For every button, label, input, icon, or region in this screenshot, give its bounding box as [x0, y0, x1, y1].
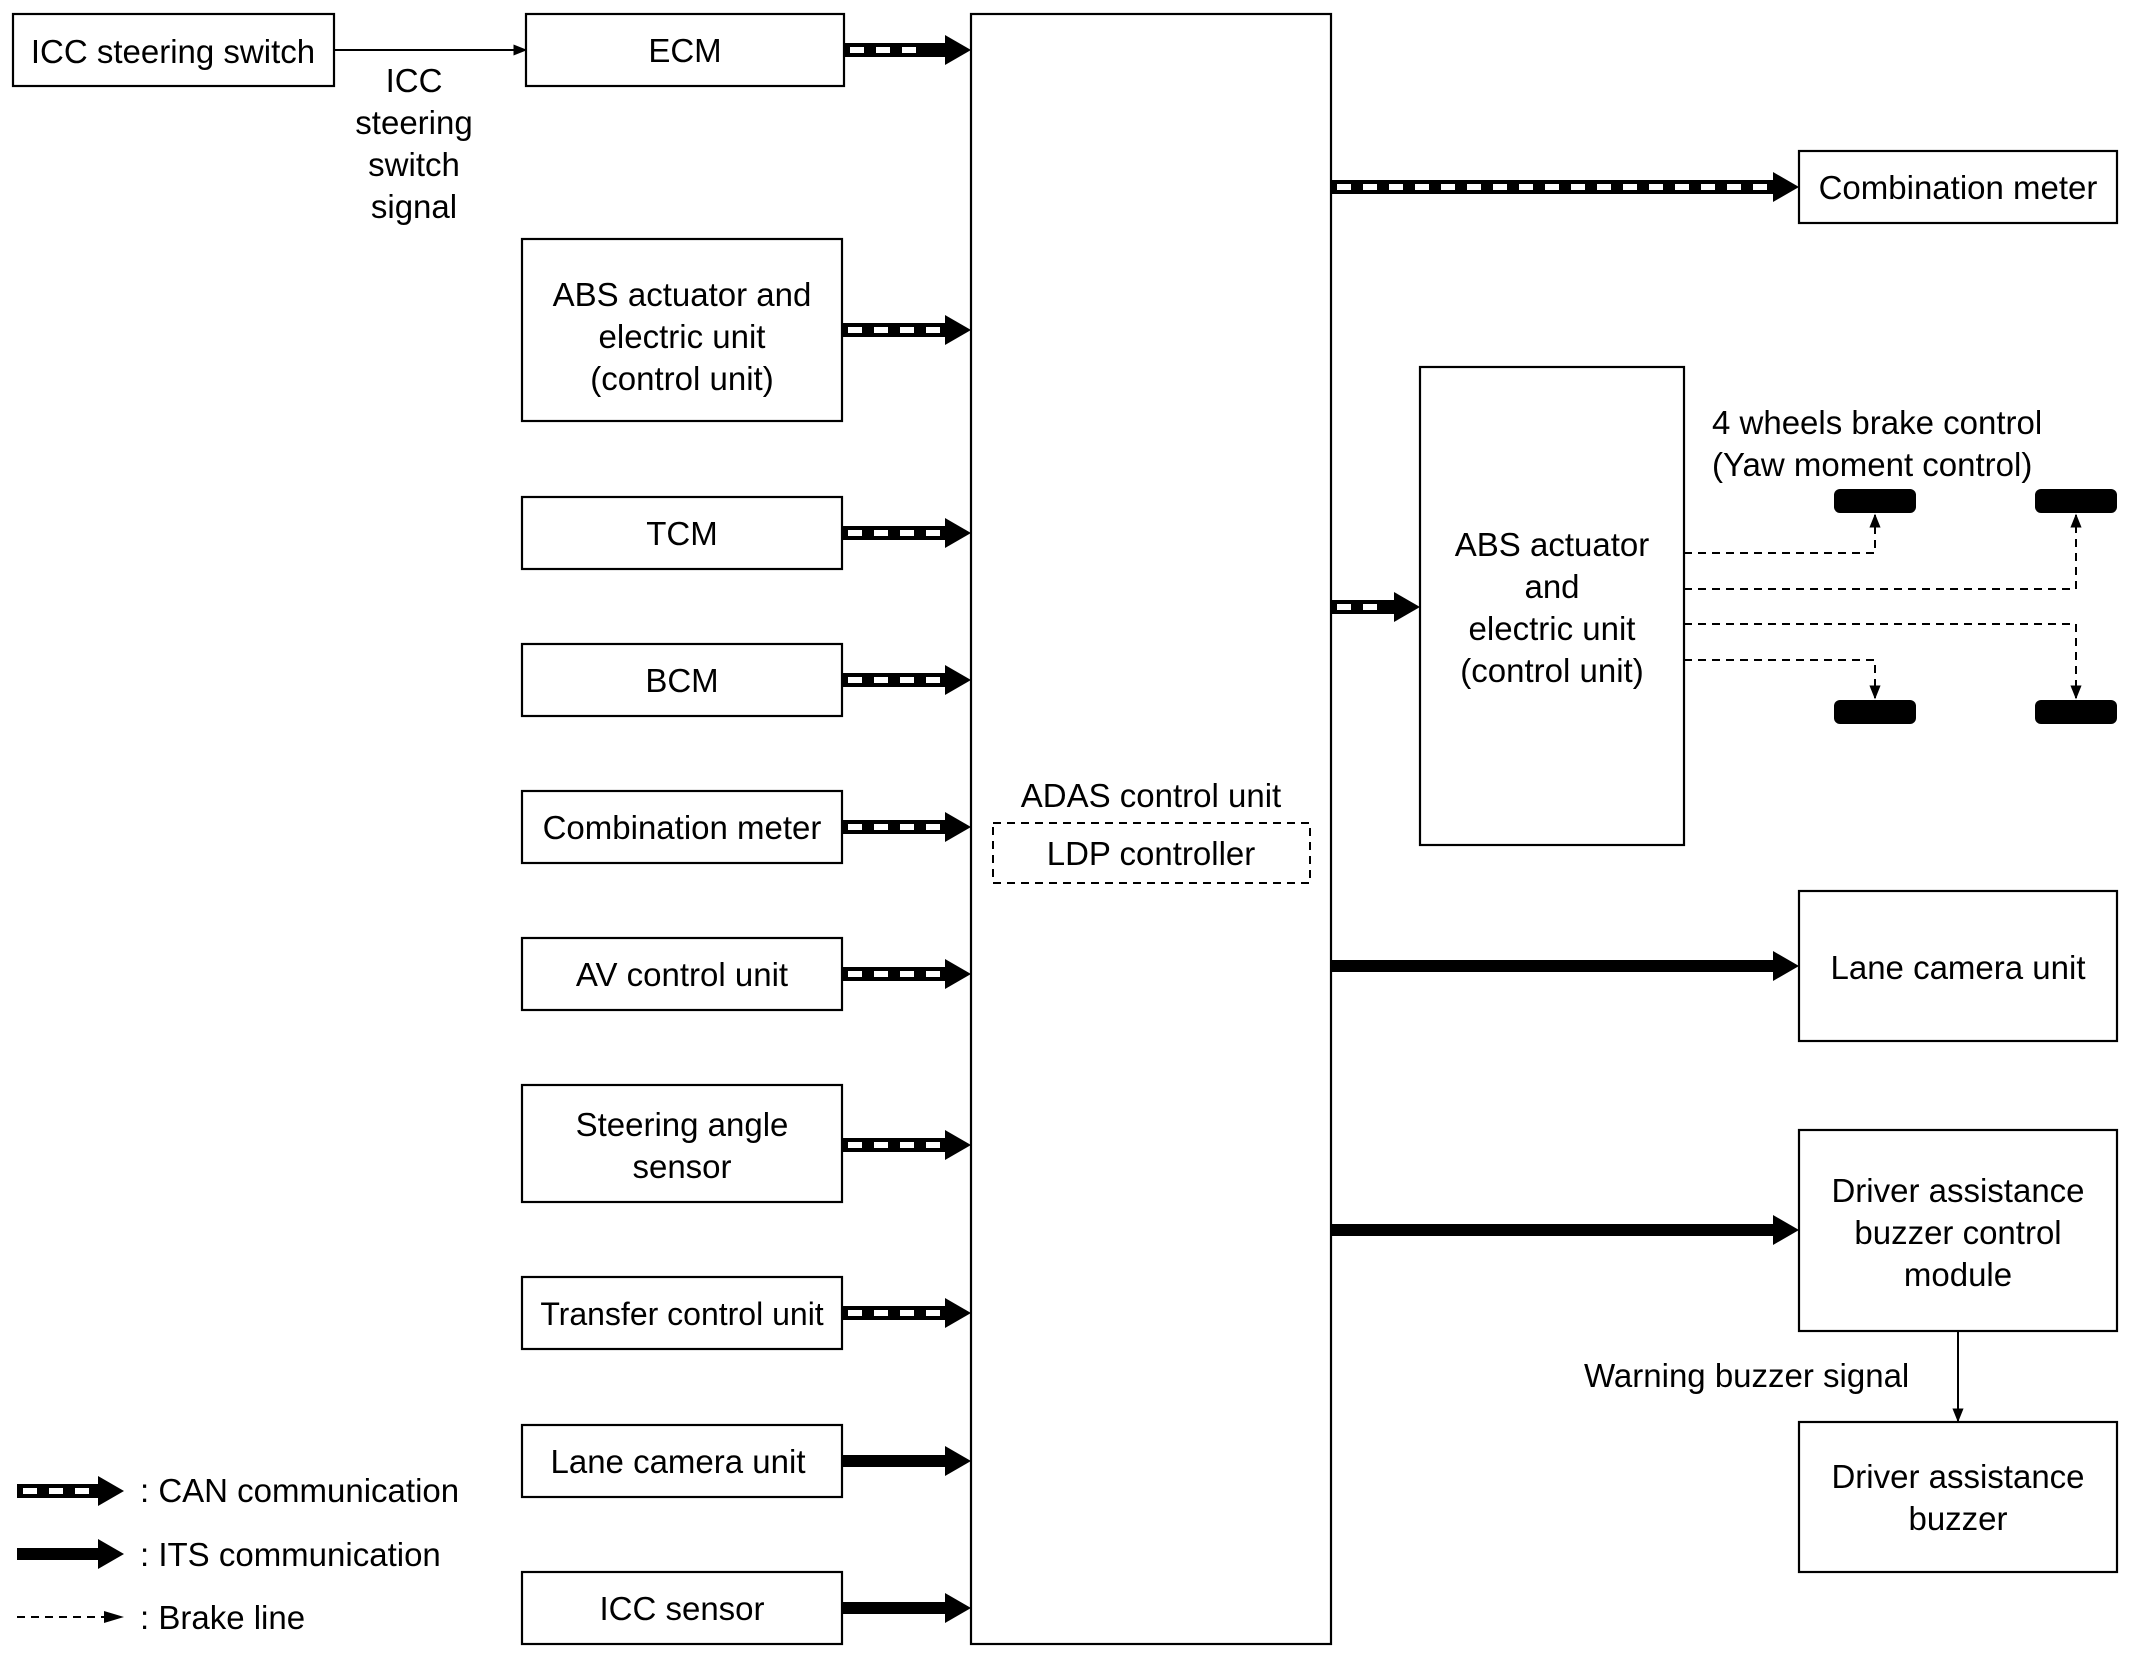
can-arrow-combination-meter-out — [1331, 172, 1799, 202]
svg-text:ICC: ICC — [386, 62, 443, 99]
adas-control-unit-label: ADAS control unit — [1021, 777, 1281, 814]
can-arrow-abs-out — [1331, 592, 1420, 622]
can-arrow-combination-meter-in — [842, 812, 971, 842]
can-arrow-abs — [842, 315, 971, 345]
svg-text:BCM: BCM — [645, 662, 718, 699]
svg-text:Driver assistance: Driver assistance — [1831, 1458, 2084, 1495]
ldp-controller-label: LDP controller — [1047, 835, 1256, 872]
svg-text:(control unit): (control unit) — [1460, 652, 1643, 689]
svg-text:and: and — [1524, 568, 1579, 605]
steering-angle-sensor-box: Steering angle sensor — [520, 1083, 844, 1204]
svg-text:ICC steering switch: ICC steering switch — [31, 33, 315, 70]
svg-text:TCM: TCM — [646, 515, 717, 552]
brake-control-label: 4 wheels brake control (Yaw moment contr… — [1712, 404, 2042, 483]
buzzer-control-module-box: Driver assistance buzzer control module — [1797, 1128, 2119, 1333]
legend: : CAN communication : ITS communication … — [17, 1472, 459, 1636]
av-control-unit-box: AV control unit — [520, 936, 844, 1012]
svg-text:electric unit: electric unit — [599, 318, 766, 355]
svg-text:Lane camera unit: Lane camera unit — [1831, 949, 2086, 986]
can-arrow-bcm — [842, 665, 971, 695]
icc-steering-switch-signal-label: ICC steering switch signal — [355, 62, 472, 225]
wheel-front-right-icon — [2035, 489, 2117, 513]
adas-control-unit: ADAS control unit LDP controller — [969, 12, 1333, 1646]
wheel-icons — [1834, 489, 2117, 724]
svg-text:ECM: ECM — [648, 32, 721, 69]
lane-camera-unit-output-box: Lane camera unit — [1797, 889, 2119, 1043]
transfer-control-unit-box: Transfer control unit — [520, 1275, 844, 1351]
wheel-rear-right-icon — [2035, 700, 2117, 724]
svg-text:signal: signal — [371, 188, 457, 225]
combination-meter-output-box: Combination meter — [1797, 149, 2119, 225]
driver-assistance-buzzer-box: Driver assistance buzzer — [1797, 1420, 2119, 1574]
svg-text:Lane camera unit: Lane camera unit — [551, 1443, 806, 1480]
svg-text:steering: steering — [355, 104, 472, 141]
legend-its-symbol — [17, 1539, 124, 1569]
svg-text:sensor: sensor — [632, 1148, 731, 1185]
can-arrow-tcm — [842, 518, 971, 548]
legend-brake-arrow — [17, 1611, 124, 1623]
legend-can-arrow — [17, 1476, 124, 1506]
icc-sensor-box: ICC sensor — [520, 1570, 844, 1646]
ldp-controller-box — [992, 822, 1311, 884]
svg-text:(Yaw moment control): (Yaw moment control) — [1712, 446, 2032, 483]
bcm-box: BCM — [520, 642, 844, 718]
ecm-box: ECM — [524, 12, 846, 88]
abs-actuator-output-box: ABS actuator and electric unit (control … — [1418, 365, 1686, 847]
combination-meter-input-box: Combination meter — [520, 789, 844, 865]
svg-text:electric unit: electric unit — [1469, 610, 1636, 647]
svg-text:Driver assistance: Driver assistance — [1831, 1172, 2084, 1209]
its-arrow-lane-camera-out — [1331, 951, 1799, 981]
legend-can-symbol — [17, 1476, 124, 1506]
can-arrow-transfer-control-unit — [842, 1298, 971, 1328]
can-arrow-av-control-unit — [842, 959, 971, 989]
svg-text:Combination meter: Combination meter — [543, 809, 822, 846]
wheel-front-left-icon — [1834, 489, 1916, 513]
its-arrow-buzzer-control — [1331, 1215, 1799, 1245]
warning-buzzer-signal-label: Warning buzzer signal — [1584, 1357, 1909, 1394]
legend-brake-label: : Brake line — [140, 1599, 305, 1636]
icc-steering-switch-box: ICC steering switch — [11, 12, 336, 88]
its-arrow-icc-sensor — [842, 1593, 971, 1623]
wheel-rear-left-icon — [1834, 700, 1916, 724]
legend-its-arrow — [17, 1539, 124, 1569]
brake-lines — [1684, 513, 2082, 700]
tcm-box: TCM — [520, 495, 844, 571]
svg-text:Transfer control unit: Transfer control unit — [540, 1296, 823, 1332]
abs-actuator-input-box: ABS actuator and electric unit (control … — [520, 237, 844, 423]
svg-text:switch: switch — [368, 146, 460, 183]
svg-text:4 wheels brake control: 4 wheels brake control — [1712, 404, 2042, 441]
legend-can-label: : CAN communication — [140, 1472, 459, 1509]
svg-text:Steering angle: Steering angle — [576, 1106, 789, 1143]
lane-camera-unit-input-box: Lane camera unit — [520, 1423, 844, 1499]
svg-text:Combination meter: Combination meter — [1819, 169, 2098, 206]
svg-text:buzzer: buzzer — [1908, 1500, 2007, 1537]
svg-text:ABS actuator and: ABS actuator and — [553, 276, 812, 313]
svg-text:buzzer control: buzzer control — [1854, 1214, 2061, 1251]
svg-text:ICC sensor: ICC sensor — [599, 1590, 764, 1627]
svg-text:(control unit): (control unit) — [590, 360, 773, 397]
legend-its-label: : ITS communication — [140, 1536, 441, 1573]
can-arrow-steering-angle-sensor — [842, 1130, 971, 1160]
can-arrow-ecm — [844, 35, 971, 65]
svg-text:module: module — [1904, 1256, 2012, 1293]
svg-text:ABS actuator: ABS actuator — [1455, 526, 1649, 563]
connections — [842, 35, 1799, 1623]
its-arrow-lane-camera-in — [842, 1446, 971, 1476]
svg-text:AV control unit: AV control unit — [576, 956, 788, 993]
